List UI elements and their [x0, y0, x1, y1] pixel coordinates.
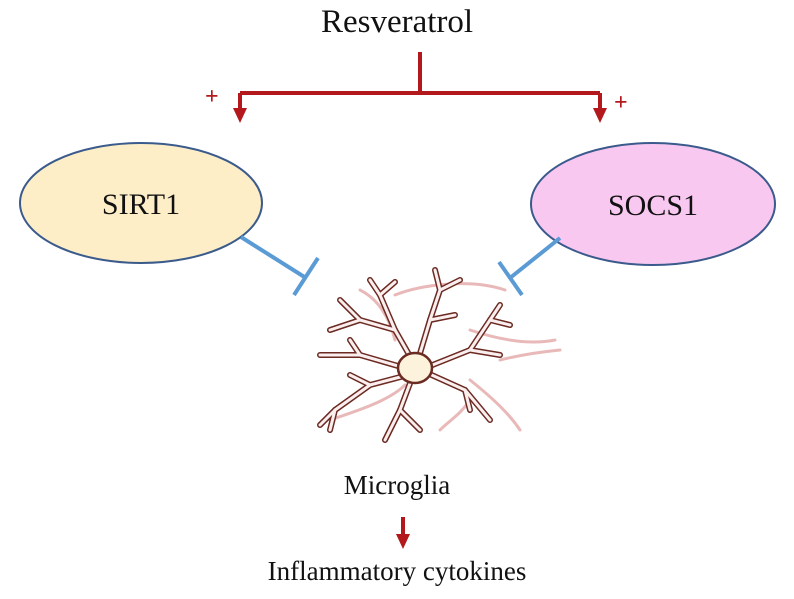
resveratrol-label: Resveratrol — [320, 4, 474, 40]
arrowhead-left — [233, 108, 247, 123]
sirt1-label: SIRT1 — [102, 188, 180, 221]
microglia-soma — [396, 351, 434, 385]
inhibition-right — [497, 236, 562, 297]
inhibition-left — [239, 235, 320, 297]
output-arrowhead — [396, 534, 410, 549]
sirt1-node — [19, 142, 263, 264]
activation-plus-left: + — [205, 84, 219, 110]
arrowhead-right — [593, 108, 607, 123]
socs1-node — [530, 142, 776, 266]
activation-bracket — [238, 52, 602, 116]
microglia-cell-icon — [317, 267, 562, 443]
inflammatory-cytokines-label: Inflammatory cytokines — [267, 556, 527, 586]
activation-plus-right: + — [614, 90, 628, 116]
microglia-label: Microglia — [343, 470, 451, 500]
socs1-label: SOCS1 — [608, 189, 698, 222]
